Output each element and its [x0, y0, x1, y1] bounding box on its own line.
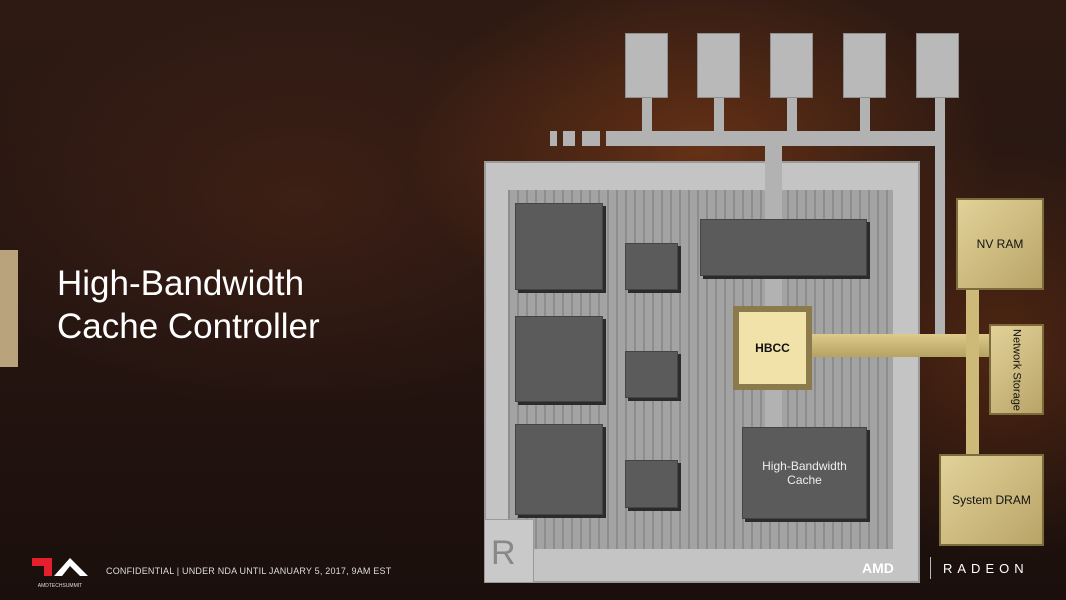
accent-bar [0, 250, 18, 367]
connector [714, 98, 724, 133]
logo-divider [930, 557, 931, 579]
title-line-2: Cache Controller [57, 307, 320, 346]
bus-dot [550, 131, 557, 146]
bus-dot [582, 131, 600, 146]
cache-label: High-Bandwidth Cache [762, 459, 847, 487]
connector [787, 98, 797, 133]
memory-module [916, 33, 959, 98]
hbcc-block: HBCC [733, 306, 812, 390]
memory-module [697, 33, 740, 98]
compute-block [515, 203, 603, 290]
high-bandwidth-cache-block: High-Bandwidth Cache [742, 427, 867, 519]
radeon-logo: RADEON [943, 561, 1029, 576]
network-storage-block: Network Storage [989, 324, 1044, 415]
compute-block [515, 316, 603, 402]
bus-dot [563, 131, 575, 146]
nv-ram-label: NV RAM [976, 237, 1024, 251]
small-block [625, 460, 678, 508]
storage-link [966, 290, 979, 454]
title-line-1: High-Bandwidth [57, 264, 305, 303]
hbcc-label: HBCC [739, 312, 806, 384]
system-dram-label: System DRAM [952, 493, 1031, 507]
small-block [625, 351, 678, 398]
amd-logo: AMD [862, 560, 894, 576]
connector [860, 98, 870, 133]
bus [606, 131, 945, 146]
connector [642, 98, 652, 133]
system-dram-block: System DRAM [939, 454, 1044, 546]
hbcc-link [812, 334, 990, 357]
slide-title: High-Bandwidth Cache Controller [57, 262, 320, 348]
confidential-notice: CONFIDENTIAL | UNDER NDA UNTIL JANUARY 5… [106, 566, 392, 576]
summit-logo-text: AMDTECHSUMMIT [37, 583, 83, 589]
memory-module [625, 33, 668, 98]
radeon-r-logo: R [484, 519, 534, 583]
summit-logo-icon [32, 558, 88, 576]
small-block [625, 243, 678, 290]
memory-module [843, 33, 886, 98]
amd-tech-summit-logo: AMDTECHSUMMIT [30, 556, 90, 589]
connector [935, 98, 945, 335]
nv-ram-block: NV RAM [956, 198, 1044, 290]
network-storage-label: Network Storage [1010, 328, 1023, 411]
wide-block [700, 219, 867, 276]
compute-block [515, 424, 603, 515]
memory-module [770, 33, 813, 98]
